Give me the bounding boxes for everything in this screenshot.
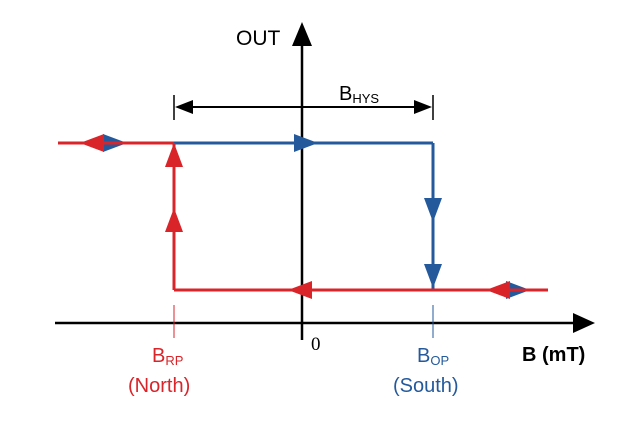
release-arrow-top-left: [80, 134, 104, 152]
bop-pole-label: (South): [393, 375, 459, 397]
release-arrow-bottom-left: [288, 281, 312, 299]
brp-pole-label: (North): [128, 375, 190, 397]
hys-arrow-left: [175, 100, 193, 114]
x-axis-label: B (mT): [522, 344, 585, 366]
brp-label: BRP: [152, 345, 183, 368]
release-path: [58, 134, 548, 299]
y-axis-arrowhead: [292, 22, 312, 46]
operate-arrow-down-2: [424, 264, 442, 288]
bop-label: BOP: [417, 345, 449, 368]
release-arrow-bottom-right: [486, 281, 510, 299]
release-arrow-up-1: [165, 208, 183, 232]
hys-arrow-right: [414, 100, 432, 114]
x-axis-arrowhead: [573, 313, 595, 333]
release-arrow-up-2: [165, 143, 183, 167]
hysteresis-dimension: [173, 95, 434, 120]
hys-label: BHYS: [339, 83, 379, 106]
y-axis-label: OUT: [236, 27, 281, 50]
origin-label: 0: [311, 334, 321, 355]
operate-arrow-top-right: [294, 134, 318, 152]
operate-arrow-down-1: [424, 198, 442, 222]
